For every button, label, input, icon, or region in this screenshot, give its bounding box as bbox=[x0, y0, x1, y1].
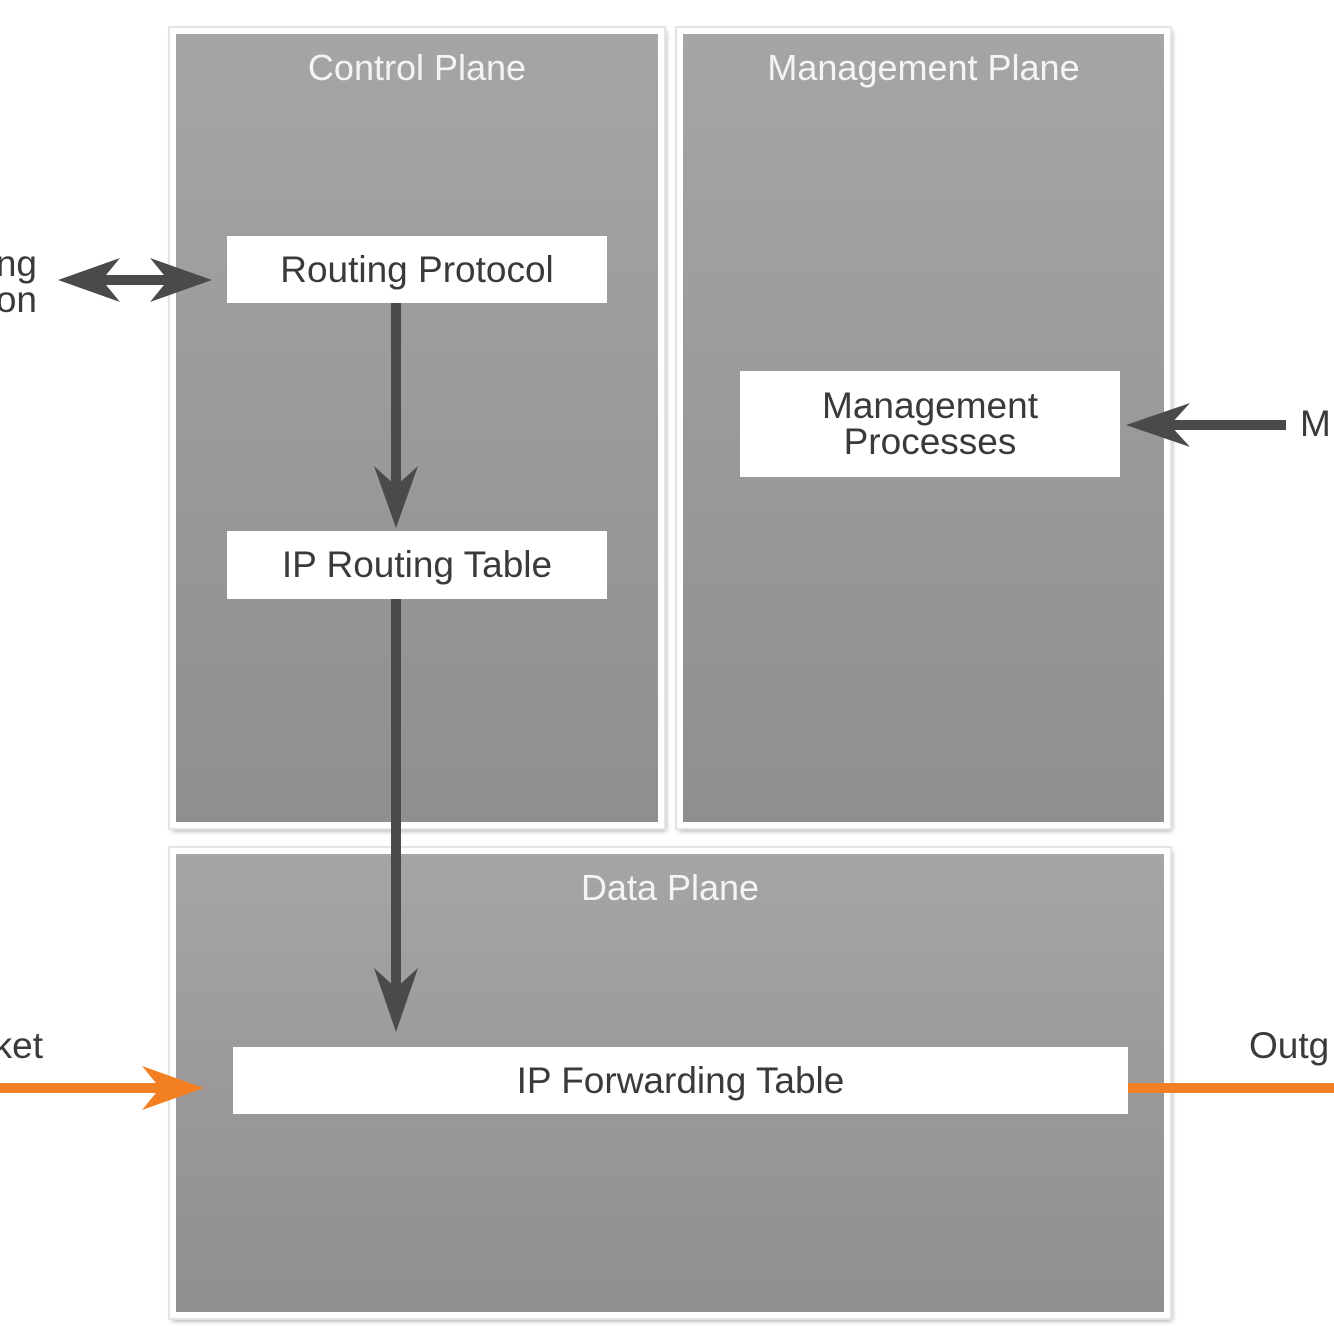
ip-routing-table-box: IP Routing Table bbox=[227, 531, 607, 599]
routing-information-label: ng on bbox=[0, 243, 37, 320]
routing-information-label-line2: on bbox=[0, 279, 37, 320]
management-traffic-label: M bbox=[1300, 403, 1331, 444]
control-plane-title: Control Plane bbox=[307, 47, 527, 88]
routing-protocol-box: Routing Protocol bbox=[227, 236, 607, 303]
management-processes-box: Management Processes bbox=[740, 371, 1120, 477]
ip-forwarding-table-box: IP Forwarding Table bbox=[233, 1047, 1128, 1114]
data-plane-title: Data Plane bbox=[580, 867, 760, 908]
incoming-packet-label: ket bbox=[0, 1025, 43, 1066]
control-plane: Control Plane bbox=[170, 28, 664, 828]
arrowhead-left-bidirectional bbox=[58, 258, 120, 302]
outgoing-packet-label: Outg bbox=[1249, 1025, 1330, 1066]
routing-information-label-line1: ng bbox=[0, 243, 37, 284]
management-plane-title: Management Plane bbox=[767, 47, 1080, 88]
